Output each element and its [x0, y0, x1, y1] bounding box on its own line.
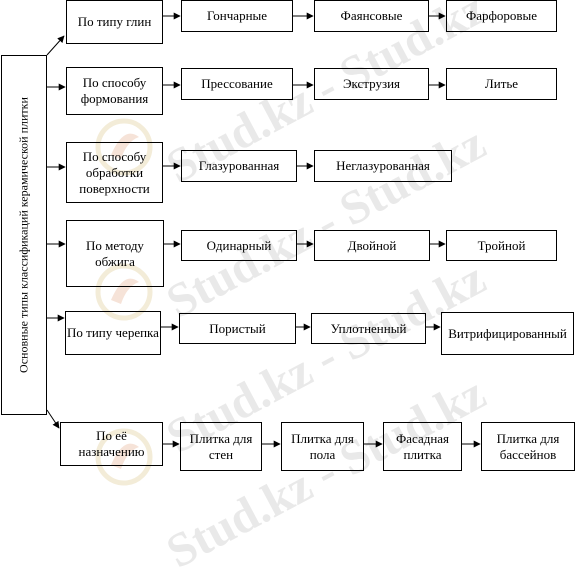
main-classification-box: Основные типы классификаций керамической…	[1, 55, 47, 415]
item-box: Фаянсовые	[314, 0, 429, 32]
item-box: Фарфоровые	[446, 0, 557, 32]
category-box: По типу черепка	[65, 311, 161, 355]
item-box: Плитка для стен	[180, 422, 262, 471]
item-box: Плитка для пола	[281, 422, 364, 471]
main-classification-label: Основные типы классификаций керамической…	[16, 97, 31, 373]
item-box: Одинарный	[181, 230, 297, 261]
category-box: По типу глин	[66, 0, 163, 44]
item-box: Литье	[446, 68, 557, 100]
arrow-to-category	[46, 35, 65, 56]
item-box: Глазурованная	[181, 150, 297, 182]
category-box: По методу обжига	[66, 220, 164, 287]
arrow-to-category	[46, 409, 60, 429]
connector-lines	[46, 12, 481, 448]
category-box: По способу формования	[66, 67, 163, 115]
item-box: Витрифицированный	[441, 312, 574, 355]
category-box: По её назначению	[60, 422, 163, 466]
category-box: По способу обработки поверхности	[66, 142, 163, 203]
item-box: Гончарные	[181, 0, 293, 32]
item-box: Уплотненный	[311, 313, 426, 344]
item-box: Двойной	[314, 230, 430, 261]
item-box: Неглазурованная	[314, 150, 452, 182]
item-box: Фасадная плитка	[383, 422, 462, 471]
item-box: Тройной	[446, 230, 557, 261]
item-box: Прессование	[181, 68, 293, 100]
item-box: Экструзия	[314, 68, 429, 100]
item-box: Плитка для бассейнов	[481, 422, 575, 471]
item-box: Пористый	[179, 313, 296, 344]
